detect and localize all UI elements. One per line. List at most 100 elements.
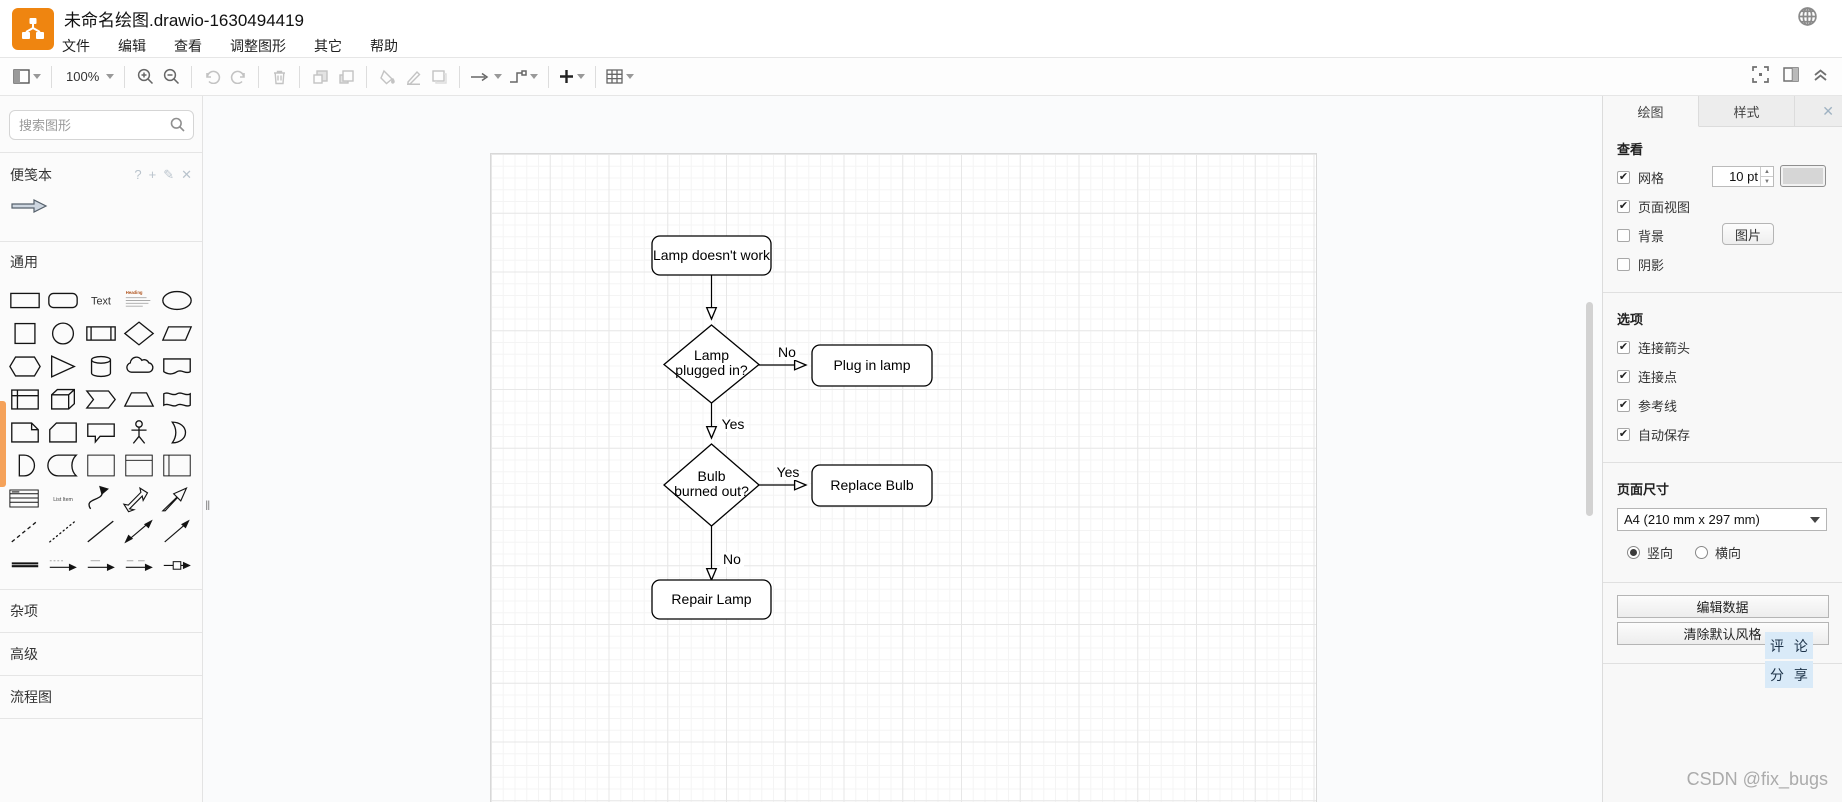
- shape-actor[interactable]: [120, 416, 158, 449]
- section-general[interactable]: 通用: [10, 254, 38, 270]
- insert-icon[interactable]: [556, 63, 588, 91]
- shape-dashed-edge[interactable]: [44, 548, 82, 581]
- shape-callout[interactable]: [82, 416, 120, 449]
- shape-dotted-line[interactable]: [44, 515, 82, 548]
- shape-cloud[interactable]: [120, 350, 158, 383]
- shape-container-title[interactable]: [120, 449, 158, 482]
- shape-bidirectional-arrow[interactable]: [120, 482, 158, 515]
- shape-diamond[interactable]: [120, 317, 158, 350]
- delete-icon[interactable]: [266, 63, 292, 91]
- edge-label-no2[interactable]: No: [723, 551, 741, 567]
- grid-checkbox[interactable]: [1617, 170, 1630, 184]
- shape-data-storage[interactable]: [44, 449, 82, 482]
- tab-style[interactable]: 样式: [1699, 96, 1795, 126]
- background-checkbox[interactable]: [1617, 228, 1630, 242]
- edge-label-yes2[interactable]: Yes: [777, 464, 800, 480]
- menu-file[interactable]: 文件: [62, 38, 90, 54]
- autosave-checkbox[interactable]: [1617, 427, 1630, 441]
- section-flowchart[interactable]: 流程图: [0, 675, 202, 718]
- node-fix1[interactable]: [811, 344, 933, 387]
- shape-square[interactable]: [6, 317, 44, 350]
- tab-diagram[interactable]: 绘图: [1603, 96, 1699, 127]
- shape-tape[interactable]: [158, 383, 196, 416]
- node-end[interactable]: [651, 579, 772, 620]
- shape-list-item[interactable]: List Item: [44, 482, 82, 515]
- connection-arrows-checkbox[interactable]: [1617, 340, 1630, 354]
- waypoints-icon[interactable]: [505, 63, 541, 91]
- background-image-button[interactable]: 图片: [1722, 223, 1774, 245]
- edge-label-yes1[interactable]: Yes: [722, 416, 745, 432]
- menu-arrange[interactable]: 调整图形: [230, 38, 286, 54]
- shape-directional-connector[interactable]: [158, 515, 196, 548]
- comments-button[interactable]: 评 论: [1765, 632, 1813, 659]
- menu-view[interactable]: 查看: [174, 38, 202, 54]
- shape-rectangle[interactable]: [6, 284, 44, 317]
- section-misc[interactable]: 杂项: [0, 589, 202, 632]
- shape-ellipse[interactable]: [158, 284, 196, 317]
- table-icon[interactable]: [603, 63, 637, 91]
- shape-or[interactable]: [158, 416, 196, 449]
- sidebar-resize-handle[interactable]: ‖: [205, 498, 211, 513]
- shadow-checkbox[interactable]: [1617, 257, 1630, 271]
- shape-circle[interactable]: [44, 317, 82, 350]
- shape-process[interactable]: [82, 317, 120, 350]
- node-q2[interactable]: [663, 443, 760, 527]
- add-icon[interactable]: +: [148, 167, 157, 182]
- edit-icon[interactable]: ✎: [163, 167, 175, 182]
- shape-container-side[interactable]: [158, 449, 196, 482]
- paper-size-select[interactable]: A4 (210 mm x 297 mm): [1617, 508, 1827, 531]
- shape-list[interactable]: [6, 482, 44, 515]
- close-icon[interactable]: ✕: [181, 167, 192, 182]
- shape-container[interactable]: [82, 449, 120, 482]
- shadow-icon[interactable]: [426, 63, 452, 91]
- shape-line[interactable]: [82, 515, 120, 548]
- page-view-icon[interactable]: [10, 63, 44, 91]
- fullscreen-icon[interactable]: [1752, 66, 1769, 88]
- shape-internal-storage[interactable]: [6, 383, 44, 416]
- shape-curve[interactable]: [82, 482, 120, 515]
- shape-document[interactable]: [158, 350, 196, 383]
- grid-color-swatch[interactable]: [1780, 165, 1826, 187]
- landscape-radio[interactable]: [1695, 546, 1709, 559]
- shape-trapezoid[interactable]: [120, 383, 158, 416]
- canvas-vertical-scrollbar[interactable]: [1586, 302, 1593, 516]
- share-button[interactable]: 分 享: [1765, 661, 1813, 688]
- redo-icon[interactable]: [225, 63, 251, 91]
- shape-edge-label-2[interactable]: [120, 548, 158, 581]
- menu-help[interactable]: 帮助: [370, 38, 398, 54]
- portrait-radio[interactable]: [1627, 546, 1640, 559]
- collapse-icon[interactable]: [1813, 67, 1828, 87]
- shape-link[interactable]: [6, 548, 44, 581]
- connection-points-checkbox[interactable]: [1617, 369, 1630, 383]
- connection-icon[interactable]: [467, 63, 505, 91]
- undo-icon[interactable]: [199, 63, 225, 91]
- node-fix2[interactable]: [811, 464, 933, 507]
- shape-textbox[interactable]: Heading: [120, 284, 158, 317]
- shape-cylinder[interactable]: [82, 350, 120, 383]
- shape-edge-box[interactable]: [158, 548, 196, 581]
- scratchpad-arrow-shape[interactable]: [10, 197, 48, 215]
- node-q1[interactable]: [662, 324, 761, 404]
- page[interactable]: No Yes Yes No Lamp doesn't work Lamp plu…: [490, 153, 1317, 802]
- shape-parallelogram[interactable]: [158, 317, 196, 350]
- shape-edge-label-1[interactable]: [82, 548, 120, 581]
- section-advanced[interactable]: 高级: [0, 632, 202, 675]
- globe-icon[interactable]: [1797, 6, 1818, 32]
- shape-dashed-line[interactable]: [6, 515, 44, 548]
- shape-bidirectional-connector[interactable]: [120, 515, 158, 548]
- zoom-in-icon[interactable]: [132, 63, 158, 91]
- shape-step[interactable]: [82, 383, 120, 416]
- shape-note[interactable]: [6, 416, 44, 449]
- zoom-dropdown[interactable]: 100%: [59, 63, 117, 91]
- grid-size-stepper[interactable]: ▲▼: [1760, 167, 1773, 186]
- shape-rounded-rectangle[interactable]: [44, 284, 82, 317]
- to-back-icon[interactable]: [333, 63, 359, 91]
- shape-cube[interactable]: [44, 383, 82, 416]
- zoom-out-icon[interactable]: [158, 63, 184, 91]
- grid-size-input[interactable]: 10 pt ▲▼: [1712, 166, 1774, 187]
- shape-card[interactable]: [44, 416, 82, 449]
- fill-color-icon[interactable]: [374, 63, 400, 91]
- page-view-checkbox[interactable]: [1617, 199, 1630, 213]
- drawing-canvas[interactable]: No Yes Yes No Lamp doesn't work Lamp plu…: [203, 96, 1602, 802]
- shape-text[interactable]: Text: [82, 284, 120, 317]
